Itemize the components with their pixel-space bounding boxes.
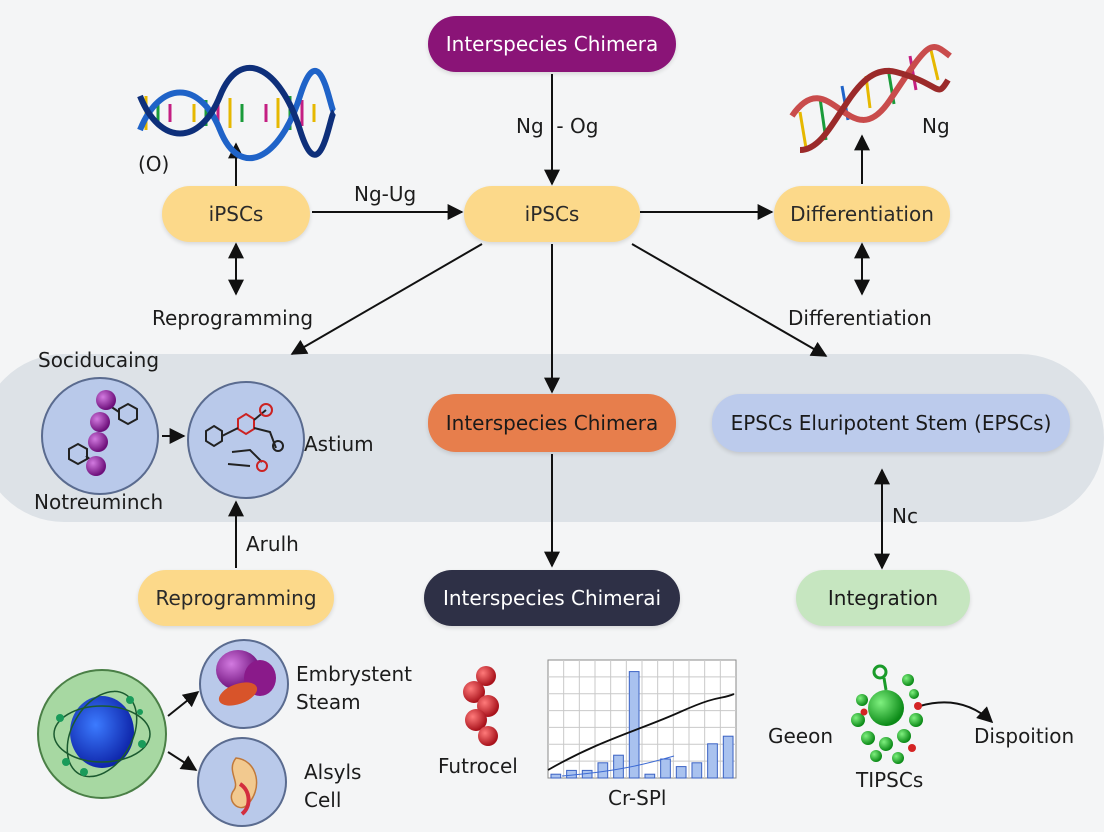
label-ng-right: Ng: [922, 114, 950, 138]
node-ipscs-center: iPSCs: [464, 186, 640, 242]
label-reprogramming-left: Reprogramming: [152, 306, 314, 330]
label-futrocel: Futrocel: [438, 754, 518, 778]
molecule-icon: [187, 381, 305, 499]
arrow-cell-to-embryo: [167, 691, 200, 717]
node-ipscs-left: iPSCs: [162, 186, 310, 242]
label-differentiation-right: Differentiation: [788, 306, 932, 330]
label-dna-left-caption: (O): [138, 152, 170, 176]
chart-bar-10: [691, 762, 703, 779]
molecule-icon: [41, 377, 159, 495]
node-interspecies-chimera-top: Interspecies Chimera: [428, 16, 676, 72]
label-dispoition: Dispoition: [974, 724, 1075, 748]
protein-cluster-icon: [851, 664, 923, 764]
label-ng-ug: Ng-Ug: [354, 182, 417, 206]
chart-caption: Cr-SPl: [608, 786, 667, 810]
chart-bar-7: [644, 773, 656, 779]
label-astium: Astium: [304, 432, 374, 456]
protein-cluster-icon: [463, 666, 499, 746]
label-notreuminch: Notreuminch: [34, 490, 164, 514]
arrow-ipscs-to-left-band: [290, 243, 483, 355]
embryo-icon: [199, 639, 289, 729]
chart-bar-9: [675, 766, 687, 779]
label-sociducaing: Sociducaing: [38, 348, 160, 372]
dna-helix-icon: [137, 64, 337, 162]
label-embrystent: Embrystent: [296, 662, 412, 686]
node-integration: Integration: [796, 570, 970, 626]
label-geeon: Geeon: [768, 724, 834, 748]
node-interspecies-chimera-mid: Interspecies Chimera: [428, 394, 676, 452]
node-epscs: EPSCs Eluripotent Stem (EPSCs): [712, 394, 1070, 452]
arrow-ipscs-to-epscs: [631, 243, 828, 357]
node-differentiation-top: Differentiation: [774, 186, 950, 242]
label-tipscs: TIPSCs: [856, 768, 924, 792]
node-interspecies-chimera-bottom: Interspecies Chimerai: [424, 570, 680, 626]
chart-bar-2: [566, 769, 577, 779]
chart-trend-line-secondary: [561, 755, 675, 777]
label-cell: Cell: [304, 788, 342, 812]
label-alsyls: Alsyls: [304, 760, 362, 784]
label-arulh: Arulh: [246, 532, 299, 556]
chart-bar-6: [628, 671, 640, 779]
dna-helix-icon: [789, 44, 952, 153]
label-nc: Nc: [892, 504, 918, 528]
chart-bar-4: [597, 762, 609, 779]
label-steam: Steam: [296, 690, 361, 714]
label-ng-og: Ng - Og: [516, 114, 599, 138]
cell-icon: [37, 669, 167, 799]
chart-trend-line: [547, 693, 735, 771]
chart-bar-8: [660, 758, 671, 779]
node-reprogramming-bottom: Reprogramming: [138, 570, 334, 626]
chart-bar-12: [722, 735, 734, 779]
chart-bar-1: [550, 773, 562, 779]
arrow-cluster-to-dispoition: [919, 701, 994, 724]
connector-arrows: [162, 74, 994, 771]
cell-icon: [197, 737, 287, 827]
chart-bar-11: [707, 743, 718, 779]
chart-bar-5: [613, 754, 624, 779]
arrow-cell-to-alsyls: [167, 751, 198, 771]
bar-chart-icon: [547, 659, 737, 779]
